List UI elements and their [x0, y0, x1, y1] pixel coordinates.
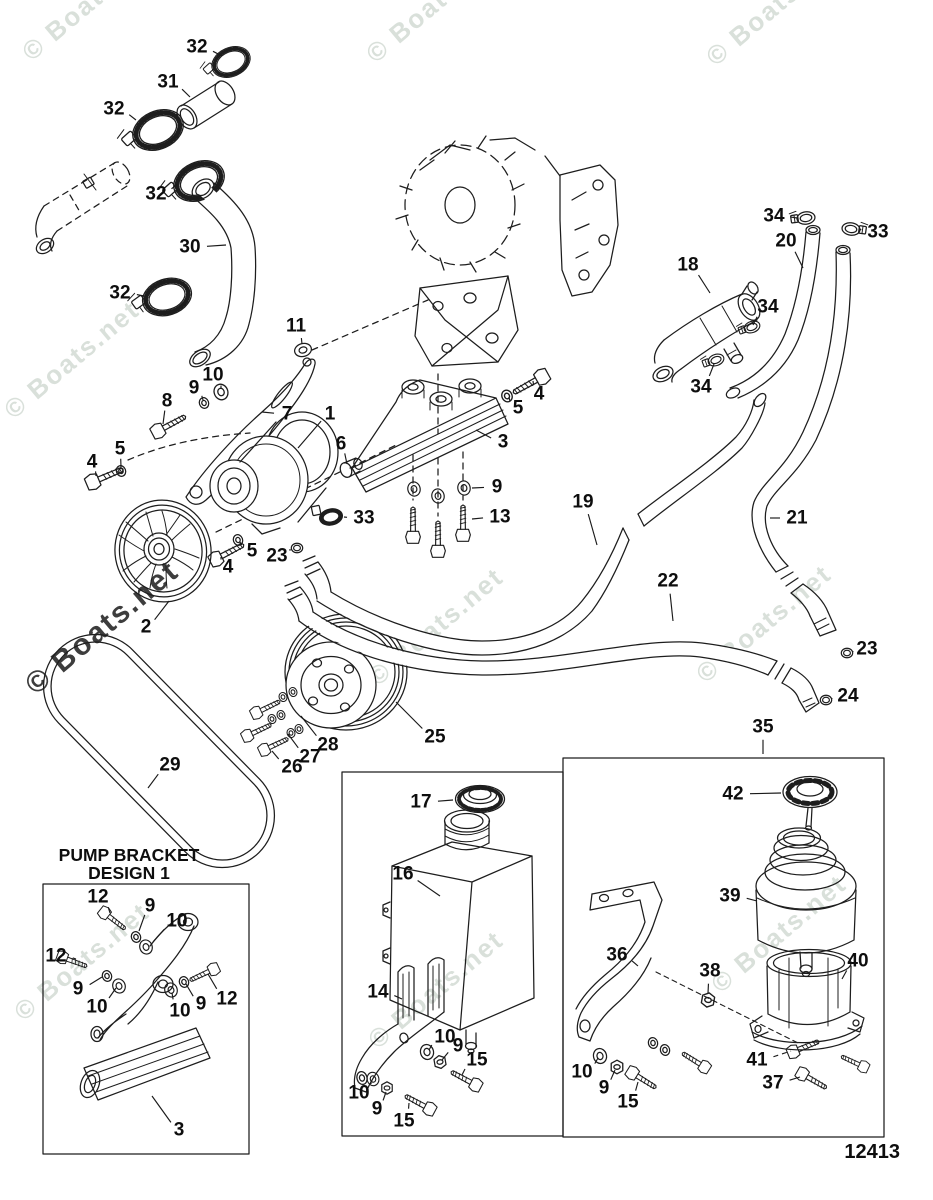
- leader-13-26: [471, 517, 484, 520]
- inset-title: PUMP BRACKET DESIGN 1: [44, 846, 214, 882]
- leader-10-44: [152, 929, 165, 943]
- hose-21-art: [751, 244, 854, 659]
- leader-31-1: [181, 88, 191, 98]
- leader-26-39: [271, 750, 280, 760]
- leader-5-20: [508, 396, 511, 401]
- leader-12-45: [72, 957, 77, 960]
- leader-36-63: [631, 960, 639, 967]
- leader-3-21: [475, 429, 492, 439]
- leader-9-56: [441, 1052, 449, 1061]
- hose-19-art: [316, 392, 767, 656]
- inset-title-line2: DESIGN 1: [88, 863, 170, 883]
- leader-17-52: [437, 799, 454, 802]
- hose-elbow-fittings-art: [284, 555, 332, 622]
- leader-32-5: [136, 294, 145, 297]
- clamp-33-art: [310, 504, 343, 526]
- engine-block-art: [395, 135, 619, 367]
- leader-33-8: [859, 228, 862, 231]
- inset-box-pump-bracket: [42, 883, 250, 1155]
- leader-29-40: [147, 773, 159, 789]
- leader-16-53: [417, 880, 441, 897]
- coupler-31-art: [176, 80, 236, 130]
- leader-9-14: [201, 395, 204, 401]
- leader-14-54: [394, 995, 403, 1000]
- leader-20-9: [794, 251, 804, 269]
- inset-box-reservoir-39: [562, 757, 885, 1138]
- leader-10-47: [108, 987, 117, 999]
- water-tube-ref-art: [35, 161, 131, 255]
- leader-9-49: [185, 983, 194, 997]
- leader-40-65: [841, 970, 848, 980]
- leader-4-19: [532, 380, 535, 386]
- leader-1-17: [297, 420, 322, 449]
- figure-number: 12413: [844, 1141, 900, 1163]
- leader-18-10: [698, 274, 711, 294]
- leader-9-69: [610, 1069, 616, 1080]
- hose-30-art: [189, 178, 257, 368]
- hose-22-art: [298, 609, 833, 713]
- leader-11-6: [300, 338, 303, 345]
- leader-7-16: [261, 411, 275, 414]
- leader-15-70: [635, 1081, 639, 1091]
- brace-arm-7-art: [148, 342, 316, 505]
- leader-30-4: [206, 244, 227, 247]
- leader-34-11: [752, 316, 758, 326]
- leader-34-12: [708, 363, 715, 377]
- inset-title-line1: PUMP BRACKET: [58, 845, 200, 865]
- leader-9-59: [382, 1091, 387, 1101]
- leader-10-68: [594, 1057, 599, 1064]
- leader-34-7: [790, 216, 798, 219]
- leader-8-15: [162, 410, 166, 425]
- leader-32-0: [212, 50, 223, 57]
- leader-9-46: [89, 976, 103, 986]
- crank-pulley-25-art: [284, 613, 408, 731]
- leader-27-38: [287, 733, 299, 749]
- leader-37-67: [789, 1076, 801, 1081]
- pump-pulley-2-art: [114, 499, 212, 603]
- leader-6-18: [344, 453, 348, 465]
- leader-32-2: [128, 114, 137, 121]
- leader-9-43: [138, 914, 146, 932]
- hose-20-art: [725, 224, 821, 400]
- leader-3-51: [151, 1095, 172, 1123]
- leader-25-36: [395, 701, 423, 729]
- pump-bracket-3-art: [351, 378, 509, 493]
- leader-15-57: [461, 1068, 466, 1076]
- leader-32-3: [171, 183, 179, 190]
- leader-41-66: [773, 1050, 792, 1058]
- leader-10-55: [428, 1044, 433, 1051]
- leader-28-37: [300, 715, 317, 737]
- leader-22-33: [669, 593, 674, 622]
- leader-42-61: [749, 792, 782, 795]
- leader-2-30: [154, 600, 170, 621]
- leader-19-31: [587, 513, 598, 546]
- leader-10-48: [171, 992, 174, 1000]
- leader-12-50: [207, 973, 218, 990]
- leader-39-62: [746, 897, 758, 902]
- leader-12-42: [107, 907, 111, 914]
- power-steering-pump-1-art: [209, 411, 363, 554]
- leader-5-27: [239, 541, 243, 546]
- leader-9-24: [471, 486, 485, 489]
- drive-belt-29-art: [42, 633, 276, 869]
